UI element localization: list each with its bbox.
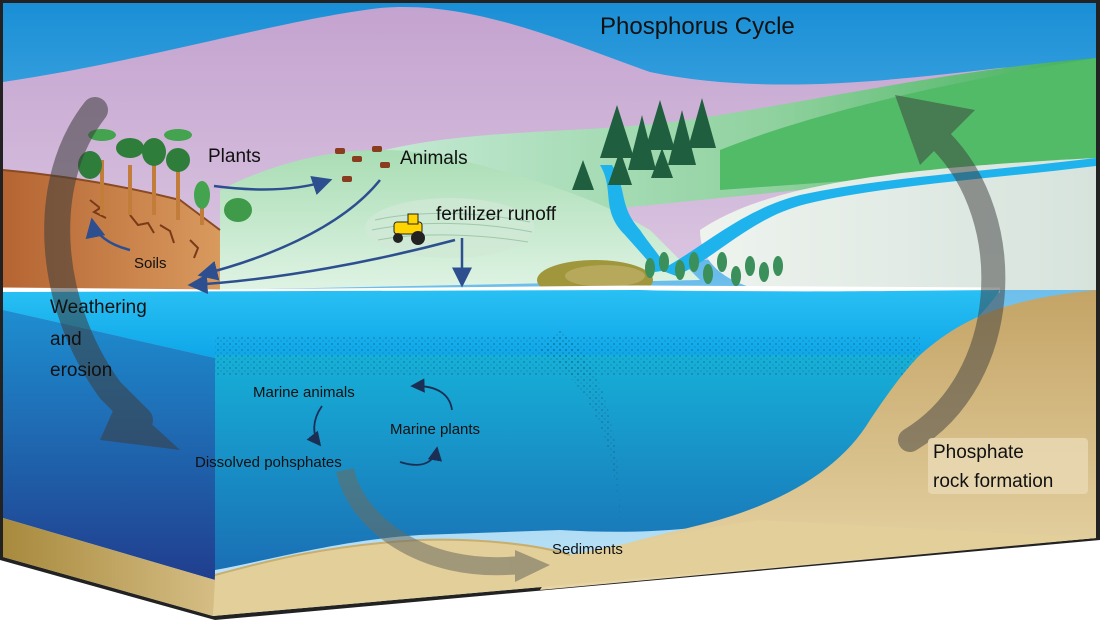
label-erosion: erosion [50, 360, 112, 381]
label-plants: Plants [208, 146, 261, 167]
water-front-face [3, 310, 215, 580]
sediment-slope [540, 290, 1096, 590]
plants-trees [78, 129, 252, 225]
label-marine-animals: Marine animals [253, 384, 355, 401]
process-arrows [85, 176, 472, 295]
marsh-trees [645, 252, 783, 286]
label-animals: Animals [400, 148, 468, 169]
river [600, 165, 668, 272]
farm-field [365, 198, 535, 258]
rock-formation-arrow [895, 95, 1006, 452]
phosphate-plume [540, 330, 620, 520]
label-soils: Soils [134, 255, 167, 272]
rock-label-plate [928, 438, 1088, 494]
label-weathering: Weathering [50, 297, 147, 318]
diagram-title: Phosphorus Cycle [600, 13, 795, 40]
sedimentation-arrow [336, 467, 550, 582]
label-phosphate: Phosphate [933, 442, 1024, 463]
sediment-front-face [3, 518, 215, 616]
label-rock-formation: rock formation [933, 471, 1053, 492]
marine-cycle-arrows [306, 378, 453, 466]
label-sediments: Sediments [552, 541, 623, 558]
weathering-erosion-arrow [44, 97, 180, 450]
river-right [660, 158, 1096, 276]
label-and: and [50, 329, 82, 350]
tractor-icon [393, 213, 425, 245]
label-dissolved-phosphates: Dissolved pohsphates [195, 454, 342, 471]
label-marine-plants: Marine plants [390, 421, 480, 438]
conifer-forest [572, 98, 716, 190]
sediment-floor [213, 520, 1096, 616]
animals-herd [335, 146, 390, 182]
label-fertilizer-runoff: fertilizer runoff [436, 204, 557, 225]
